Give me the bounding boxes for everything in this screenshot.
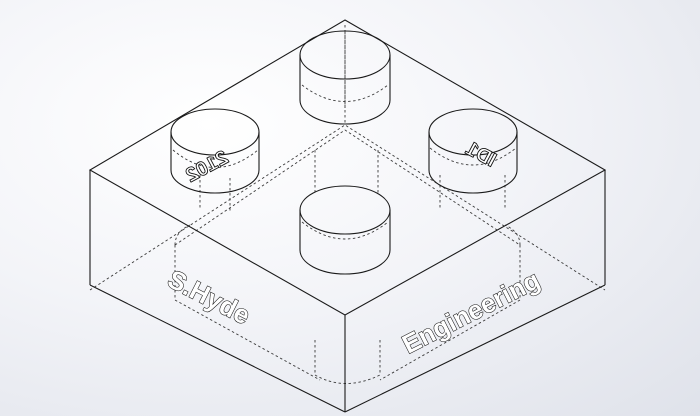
stud-front — [299, 185, 391, 275]
stud-right — [428, 108, 518, 194]
stud-right-engraving: ID1 — [462, 138, 500, 172]
stud-left-engraving: 2102 — [182, 147, 232, 187]
stud-back — [299, 30, 391, 125]
front-right-engraving: Engineering — [397, 265, 544, 360]
block-edges — [88, 19, 607, 413]
stud-left — [170, 108, 260, 194]
hidden-lines — [89, 25, 606, 384]
front-left-engraving: S.Hyde — [163, 264, 255, 331]
